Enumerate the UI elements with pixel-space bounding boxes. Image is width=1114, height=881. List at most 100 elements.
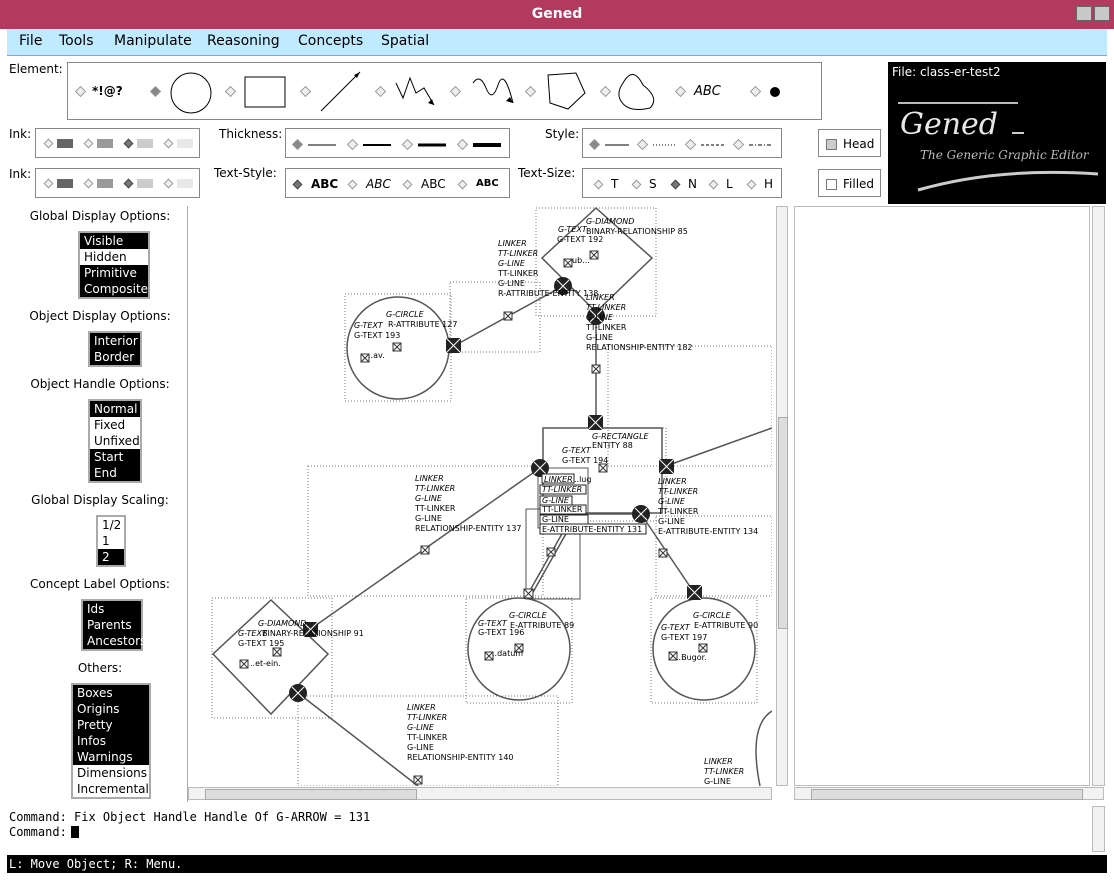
menu-tools[interactable]: Tools [59,33,94,49]
diamond1-value: ub... [572,256,590,265]
text-style-bold[interactable]: ABC [311,177,339,191]
command-prompt[interactable]: Command: [9,825,79,839]
thickness-palette[interactable] [285,128,510,158]
diagram-label: G-LINE [542,515,569,524]
diamond1-gtext: G-TEXT [558,225,588,234]
ink-swatch-light[interactable] [137,139,153,148]
option-dimensions[interactable]: Dimensions [77,766,148,780]
text-ink-swatch-light[interactable] [137,179,153,188]
head-toggle[interactable]: Head [818,129,881,157]
ink-swatch-medium[interactable] [97,139,113,148]
filled-checkbox[interactable] [826,179,837,190]
option-2[interactable]: 2 [98,549,124,565]
command-area[interactable]: Command: Fix Object Handle Handle Of G-A… [7,806,1090,852]
style-palette[interactable] [582,128,782,158]
text-size-large[interactable]: L [726,177,733,191]
maximize-button[interactable] [1094,6,1110,21]
info-vscroll[interactable] [1092,206,1105,786]
text-style-italic[interactable]: ABC [366,177,391,191]
menu-spatial[interactable]: Spatial [381,33,430,49]
ink-swatch-dark[interactable] [57,139,73,148]
diagram-label: TT-LINKER [498,249,538,258]
diagram-label: G-CIRCLE [509,611,548,620]
option-ids[interactable]: Ids [83,601,141,617]
logo-title: Gened [900,107,998,142]
text-size-small[interactable]: S [649,177,657,191]
diagram-label: G-LINE [407,723,435,732]
object-handle-label: Object Handle Options: [30,377,170,391]
element-label: Element: [9,62,63,76]
option-primitive[interactable]: Primitive [80,265,148,281]
minimize-button[interactable] [1076,6,1092,21]
er-diagram[interactable]: G-DIAMOND BINARY-RELATIONSHIP 85 G-TEXT … [188,206,772,786]
option-ancestors[interactable]: Ancestors [83,633,146,649]
option-infos[interactable]: Infos [73,733,149,749]
diagram-label: G-LINE [415,494,443,503]
option-unfixed[interactable]: Unfixed [94,434,140,448]
option-1[interactable]: 1 [102,534,110,548]
canvas-hscroll-thumb[interactable] [205,789,417,800]
info-pane[interactable] [794,206,1090,786]
option-warnings[interactable]: Warnings [73,749,149,765]
option-incremental[interactable]: Incremental [77,782,149,796]
menu-reasoning[interactable]: Reasoning [207,33,280,49]
text-style-roman[interactable]: ABC [421,177,446,191]
canvas-vscroll[interactable] [776,206,788,786]
option-boxes[interactable]: Boxes [73,685,149,701]
diagram-label: TT-LINKER [585,323,627,332]
option-border[interactable]: Border [90,349,140,365]
text-style-small-bold[interactable]: ABC [476,178,499,189]
drawing-canvas[interactable]: G-DIAMOND BINARY-RELATIONSHIP 85 G-TEXT … [188,206,772,786]
thickness-label: Thickness: [219,127,283,141]
text-size-tiny[interactable]: T [611,177,619,191]
text-ink-swatch-lighter[interactable] [177,179,193,188]
option-pretty[interactable]: Pretty [73,717,149,733]
linker-stack[interactable] [539,473,647,535]
option-fixed[interactable]: Fixed [94,418,126,432]
option-end[interactable]: End [90,465,140,481]
text-style-palette[interactable]: ABC ABC ABC ABC [285,168,510,198]
text-size-huge[interactable]: H [764,177,774,191]
diagram-label: G-LINE [704,777,731,786]
option-start[interactable]: Start [90,449,140,465]
menu-manipulate[interactable]: Manipulate [114,33,192,49]
info-hscroll[interactable] [794,787,1104,800]
diagram-label: LINKER [498,239,527,248]
diagram-label: LINKER [586,293,615,302]
option-parents[interactable]: Parents [83,617,141,633]
option-origins[interactable]: Origins [73,701,149,717]
element-radio-point [749,85,762,98]
menu-concepts[interactable]: Concepts [298,33,364,49]
square-handles[interactable] [302,337,703,638]
filled-toggle[interactable]: Filled [818,169,881,197]
text-size-normal[interactable]: N [688,177,697,191]
diagram-label: G-TEXT [238,629,268,638]
diamond1-gtext-id: G-TEXT 192 [557,235,603,244]
text-tool-icon[interactable]: *!@? [92,84,123,98]
diamond1-type: G-DIAMOND [586,217,634,226]
canvas-hscroll[interactable] [188,787,772,800]
canvas-vscroll-thumb[interactable] [778,417,788,629]
logo-swoosh [917,170,1099,192]
diagram-label: G-TEXT [354,321,384,330]
command-vscroll[interactable] [1092,806,1105,852]
head-checkbox[interactable] [826,139,837,150]
text-ink-palette[interactable] [35,168,200,198]
option-visible[interactable]: Visible [80,233,148,249]
menu-file[interactable]: File [19,33,43,49]
text-ink-swatch-dark[interactable] [57,179,73,188]
diagram-label: TT-LINKER [542,485,582,494]
ink-palette[interactable] [35,128,200,158]
text-ink-swatch-medium[interactable] [97,179,113,188]
option-normal[interactable]: Normal [90,401,140,417]
info-hscroll-thumb[interactable] [811,789,1083,800]
option-composite[interactable]: Composite [80,281,148,297]
ink-swatch-lighter[interactable] [177,139,193,148]
option-interior[interactable]: Interior [90,333,140,349]
option-hidden[interactable]: Hidden [84,250,127,264]
label-tool-icon[interactable]: ABC [694,84,721,99]
option-1-2[interactable]: 1/2 [102,518,122,532]
text-size-palette[interactable]: T S N L H [582,168,782,198]
circle-handles[interactable] [289,277,650,702]
diagram-label: G-CIRCLE [693,611,732,620]
